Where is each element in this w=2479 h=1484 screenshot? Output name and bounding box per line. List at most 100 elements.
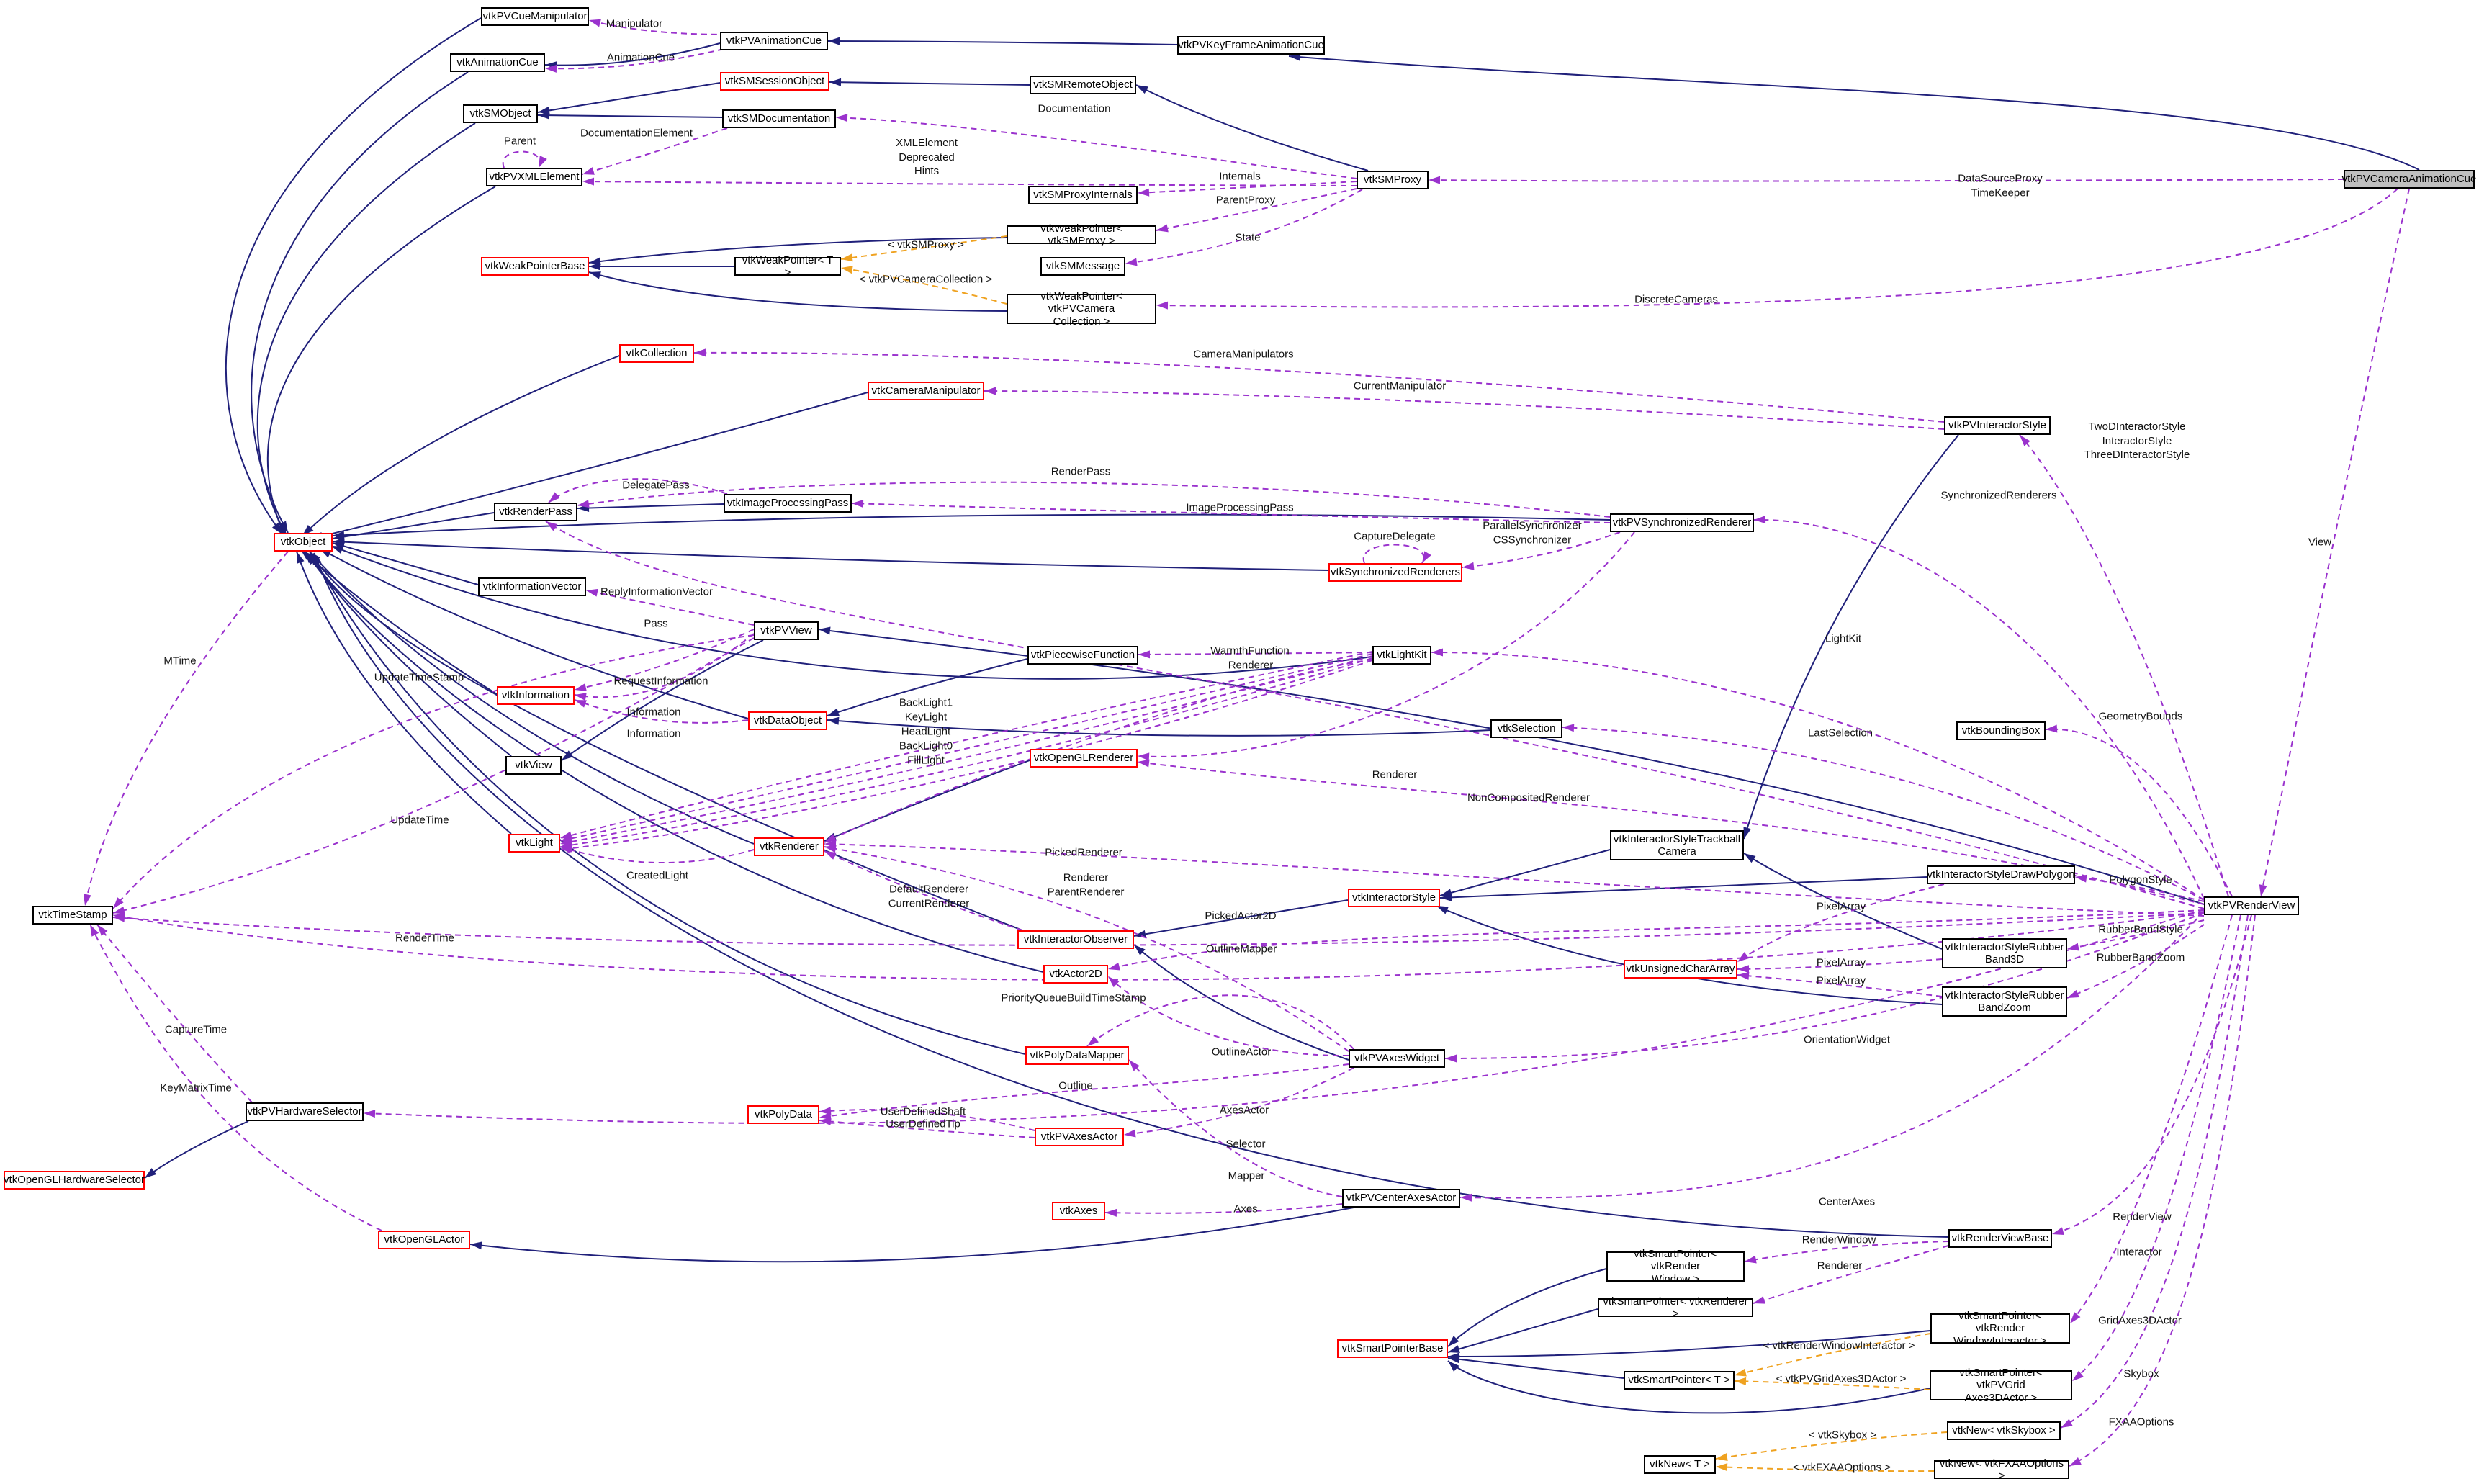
edge-axes	[1104, 1203, 1343, 1214]
node-vtkboundingbox[interactable]: vtkBoundingBox	[1956, 721, 2046, 740]
node-vtkinformationvector[interactable]: vtkInformationVector	[478, 577, 586, 596]
node-vtkrenderer[interactable]: vtkRenderer	[754, 837, 824, 856]
node-vtkpvaxeswidget[interactable]: vtkPVAxesWidget	[1349, 1049, 1445, 1068]
node-vtklight[interactable]: vtkLight	[508, 834, 560, 853]
node-vtkcollection[interactable]: vtkCollection	[619, 344, 694, 363]
node-vtkaxes[interactable]: vtkAxes	[1052, 1202, 1105, 1220]
arrowhead	[1156, 224, 1169, 233]
edge-i-35	[332, 542, 479, 585]
node-vtkpvinteractorstyle[interactable]: vtkPVInteractorStyle	[1944, 416, 2051, 435]
node-vtkopenglrenderer[interactable]: vtkOpenGLRenderer	[1030, 749, 1138, 768]
node-vtkopenglhardwareselector[interactable]: vtkOpenGLHardwareSelector	[4, 1171, 145, 1190]
node-vtksmdocumentation[interactable]: vtkSMDocumentation	[722, 109, 836, 128]
node-vtksmremoteobject[interactable]: vtkSMRemoteObject	[1030, 76, 1136, 94]
node-vtkopenglactor[interactable]: vtkOpenGLActor	[378, 1231, 470, 1249]
node-vtkpvcenteraxesactor[interactable]: vtkPVCenterAxesActor	[1342, 1189, 1460, 1208]
node-vtkweakpointer-t[interactable]: vtkWeakPointer< T >	[734, 254, 841, 279]
node-vtkweakpointerbase[interactable]: vtkWeakPointerBase	[481, 257, 589, 276]
edge-i-36	[824, 760, 1030, 842]
node-vtksmartpointer-vtkrender-windowinteractor[interactable]: vtkSmartPointer< vtkRender WindowInterac…	[1930, 1310, 2070, 1347]
node-vtksmartpointer-vtkrenderer[interactable]: vtkSmartPointer< vtkRenderer >	[1598, 1295, 1753, 1320]
node-vtkactor2d[interactable]: vtkActor2D	[1043, 965, 1108, 984]
node-vtkpvaxesactor[interactable]: vtkPVAxesActor	[1035, 1128, 1124, 1146]
edge-i-16	[1743, 434, 1959, 840]
edge-backlight1	[559, 651, 1373, 839]
arrowhead	[589, 19, 601, 27]
node-vtkinteractorstylerubber-band3d[interactable]: vtkInteractorStyleRubber Band3D	[1942, 938, 2067, 968]
arrowhead	[1448, 1336, 1459, 1346]
edge-i-25	[332, 541, 1329, 571]
node-vtkpvanimationcue[interactable]: vtkPVAnimationCue	[720, 32, 828, 50]
edge-i-43	[1447, 1268, 1607, 1347]
edge-i-19	[1439, 876, 1927, 899]
node-vtkweakpointer-vtksmproxy[interactable]: vtkWeakPointer< vtkSMProxy >	[1007, 222, 1156, 247]
node-vtkdataobject[interactable]: vtkDataObject	[748, 711, 827, 730]
node-vtkinteractorstyletrackball-camera[interactable]: vtkInteractorStyleTrackball Camera	[1610, 830, 1744, 860]
edge-datasourceproxy-timekeeper	[1428, 179, 2344, 182]
node-vtktimestamp[interactable]: vtkTimeStamp	[32, 906, 113, 925]
node-vtkpiecewisefunction[interactable]: vtkPiecewiseFunction	[1027, 646, 1138, 665]
edge-geometrybounds	[2045, 728, 2233, 897]
node-vtksmproxyinternals[interactable]: vtkSMProxyInternals	[1028, 186, 1138, 204]
node-vtkpvcuemanipulator[interactable]: vtkPVCueManipulator	[481, 7, 589, 26]
edge-documentationelement	[582, 127, 728, 175]
node-vtknew-t[interactable]: vtkNew< T >	[1644, 1455, 1716, 1474]
arrowhead	[1744, 853, 1756, 863]
node-vtkrenderpass[interactable]: vtkRenderPass	[494, 503, 577, 521]
node-vtkpvcameraanimationcue[interactable]: vtkPVCameraAnimationCue	[2342, 170, 2476, 189]
edge-i-49	[306, 552, 1044, 973]
edge-keylight	[559, 653, 1373, 842]
node-vtknew-vtkskybox[interactable]: vtkNew< vtkSkybox >	[1947, 1421, 2061, 1440]
node-vtkselection[interactable]: vtkSelection	[1490, 719, 1562, 738]
node-vtkanimationcue[interactable]: vtkAnimationCue	[450, 53, 545, 72]
arrowhead	[545, 64, 557, 73]
node-vtkpolydatamapper[interactable]: vtkPolyDataMapper	[1025, 1046, 1129, 1065]
node-vtkinteractorstyle[interactable]: vtkInteractorStyle	[1348, 889, 1440, 907]
node-vtkimageprocessingpass[interactable]: vtkImageProcessingPass	[724, 494, 852, 513]
edge-pickedrenderer	[824, 843, 2205, 917]
edge-currentmanipulator	[984, 390, 1945, 430]
node-vtkweakpointer-vtkpvcamera-collection[interactable]: vtkWeakPointer< vtkPVCamera Collection >	[1007, 290, 1156, 328]
node-vtkpvrenderview[interactable]: vtkPVRenderView	[2204, 896, 2299, 915]
node-vtkpvsynchronizedrenderer[interactable]: vtkPVSynchronizedRenderer	[1610, 513, 1754, 532]
edge-updatetime	[112, 637, 755, 914]
node-vtkobject[interactable]: vtkObject	[274, 533, 333, 552]
node-vtkinteractorstyledrawpolygon[interactable]: vtkInteractorStyleDrawPolygon	[1927, 865, 2075, 884]
node-vtklightkit[interactable]: vtkLightKit	[1372, 646, 1431, 665]
node-vtkinteractorobserver[interactable]: vtkInteractorObserver	[1017, 930, 1134, 949]
node-vtksmproxy[interactable]: vtkSMProxy	[1357, 171, 1429, 189]
edge-i-42	[313, 552, 1949, 1238]
node-vtksmartpointer-vtkrender-window[interactable]: vtkSmartPointer< vtkRender Window >	[1606, 1248, 1745, 1285]
node-vtksmartpointerbase[interactable]: vtkSmartPointerBase	[1337, 1339, 1448, 1358]
edge-i-48	[310, 552, 1026, 1055]
node-vtksmartpointer-vtkpvgrid-axes3dactor[interactable]: vtkSmartPointer< vtkPVGrid Axes3DActor >	[1930, 1367, 2072, 1404]
node-vtkunsignedchararray[interactable]: vtkUnsignedCharArray	[1624, 960, 1737, 979]
node-vtkcameramanipulator[interactable]: vtkCameraManipulator	[868, 382, 984, 400]
node-vtkpvxmlelement[interactable]: vtkPVXMLElement	[486, 168, 582, 186]
node-vtkinteractorstylerubber-bandzoom[interactable]: vtkInteractorStyleRubber BandZoom	[1942, 986, 2067, 1017]
node-vtkview[interactable]: vtkView	[505, 756, 562, 775]
node-vtksmmessage[interactable]: vtkSMMessage	[1040, 257, 1125, 276]
arrowhead	[1136, 85, 1148, 94]
node-vtknew-vtkfxaaoptions[interactable]: vtkNew< vtkFXAAOptions >	[1934, 1457, 2069, 1482]
node-vtkpvkeyframeanimationcue[interactable]: vtkPVKeyFrameAnimationCue	[1177, 36, 1325, 55]
node-vtkpolydata[interactable]: vtkPolyData	[747, 1105, 819, 1124]
edge-discretecameras	[1156, 188, 2398, 308]
edge-i-10	[266, 186, 496, 538]
arrowhead	[307, 553, 317, 565]
arrowhead	[145, 1168, 157, 1178]
node-vtkrenderviewbase[interactable]: vtkRenderViewBase	[1948, 1229, 2052, 1248]
node-vtkpvhardwareselector[interactable]: vtkPVHardwareSelector	[246, 1102, 364, 1121]
node-vtkinformation[interactable]: vtkInformation	[497, 686, 575, 705]
arrowhead	[1087, 1035, 1099, 1046]
node-vtksmartpointer-t[interactable]: vtkSmartPointer< T >	[1624, 1371, 1735, 1390]
node-vtksynchronizedrenderers[interactable]: vtkSynchronizedRenderers	[1328, 563, 1462, 582]
arrowhead	[824, 834, 837, 842]
node-vtksmsessionobject[interactable]: vtkSMSessionObject	[720, 72, 829, 91]
edge-i-32	[827, 719, 1491, 737]
node-vtksmobject[interactable]: vtkSMObject	[463, 104, 538, 123]
edge-view	[2260, 188, 2410, 897]
node-vtkpvview[interactable]: vtkPVView	[754, 621, 819, 640]
edge-i-13	[588, 271, 1007, 312]
